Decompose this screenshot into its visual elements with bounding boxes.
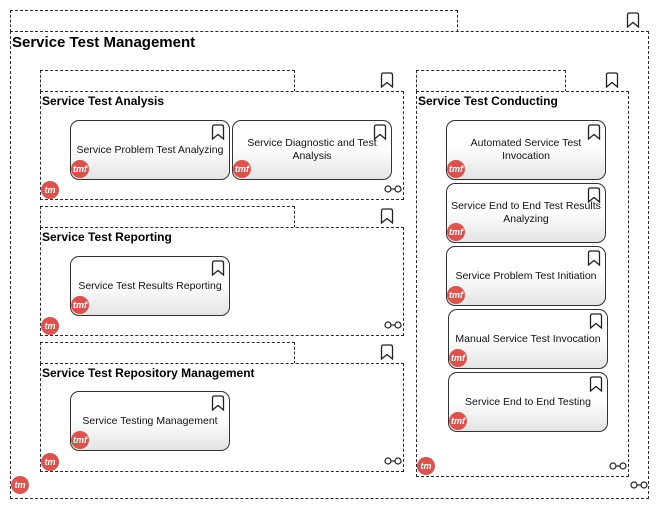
chain-link-icon — [630, 481, 648, 489]
card-label: Service Problem Test Initiation — [455, 269, 597, 282]
badge-tmf-icon: tmf — [449, 349, 467, 367]
bookmark-icon — [587, 250, 601, 266]
service-testing-management-card[interactable]: Service Testing Management tmf — [70, 391, 230, 451]
badge-tmf-icon: tmf — [447, 223, 465, 241]
package-tab-service-test-management — [10, 10, 458, 32]
card-label: Service Test Results Reporting — [78, 279, 222, 292]
bookmark-icon — [605, 72, 619, 88]
service-end-to-end-test-results-analyzing-card[interactable]: Service End to End Test Results Analyzin… — [446, 183, 606, 243]
card-label: Automated Service Test Invocation — [470, 137, 582, 162]
service-problem-test-initiation-card[interactable]: Service Problem Test Initiation tmf — [446, 246, 606, 306]
bookmark-icon — [589, 313, 603, 329]
package-title-service-test-analysis: Service Test Analysis — [42, 94, 165, 108]
package-tab-service-test-conducting — [416, 70, 566, 92]
badge-tmf-icon: tmf — [71, 296, 89, 314]
chain-link-icon — [384, 321, 402, 329]
bookmark-icon — [626, 12, 640, 28]
service-problem-test-analyzing-card[interactable]: Service Problem Test Analyzing tmf — [70, 120, 230, 180]
badge-tmf-icon: tmf — [447, 286, 465, 304]
card-label: Manual Service Test Invocation — [455, 332, 601, 345]
badge-tm-icon: tm — [41, 317, 59, 335]
badge-tmf-icon: tmf — [233, 160, 251, 178]
card-label: Service Problem Test Analyzing — [76, 143, 224, 156]
package-title-service-test-conducting: Service Test Conducting — [418, 94, 558, 108]
bookmark-icon — [211, 260, 225, 276]
badge-tmf-icon: tmf — [447, 160, 465, 178]
bookmark-icon — [373, 124, 387, 140]
card-label: Service Testing Management — [82, 414, 218, 427]
chain-link-icon — [609, 462, 627, 470]
badge-tmf-icon: tmf — [71, 431, 89, 449]
bookmark-icon — [380, 72, 394, 88]
bookmark-icon — [380, 344, 394, 360]
package-title-service-test-management: Service Test Management — [12, 34, 196, 51]
bookmark-icon — [211, 124, 225, 140]
card-label: Service End to End Test Results Analyzin… — [451, 200, 601, 225]
package-tab-service-test-analysis — [40, 70, 295, 92]
badge-tm-icon: tm — [417, 457, 435, 475]
service-diagnostic-and-test-analysis-card[interactable]: Service Diagnostic and Test Analysis tmf — [232, 120, 392, 180]
service-test-results-reporting-card[interactable]: Service Test Results Reporting tmf — [70, 256, 230, 316]
badge-tm-icon: tm — [41, 181, 59, 199]
badge-tmf-icon: tmf — [71, 160, 89, 178]
bookmark-icon — [589, 376, 603, 392]
bookmark-icon — [380, 208, 394, 224]
package-tab-service-test-repository-management — [40, 342, 295, 364]
automated-service-test-invocation-card[interactable]: Automated Service Test Invocation tmf — [446, 120, 606, 180]
package-tab-service-test-reporting — [40, 206, 295, 228]
bookmark-icon — [211, 395, 225, 411]
badge-tmf-icon: tmf — [449, 412, 467, 430]
bookmark-icon — [587, 124, 601, 140]
card-label: Service Diagnostic and Test Analysis — [247, 137, 377, 162]
bookmark-icon — [587, 187, 601, 203]
service-end-to-end-testing-card[interactable]: Service End to End Testing tmf — [448, 372, 608, 432]
package-title-service-test-repository-management: Service Test Repository Management — [42, 366, 255, 380]
chain-link-icon — [384, 185, 402, 193]
package-title-service-test-reporting: Service Test Reporting — [42, 230, 172, 244]
badge-tm-icon: tm — [41, 453, 59, 471]
card-label: Service End to End Testing — [465, 395, 591, 408]
manual-service-test-invocation-card[interactable]: Manual Service Test Invocation tmf — [448, 309, 608, 369]
badge-tm-icon: tm — [11, 476, 29, 494]
chain-link-icon — [384, 457, 402, 465]
